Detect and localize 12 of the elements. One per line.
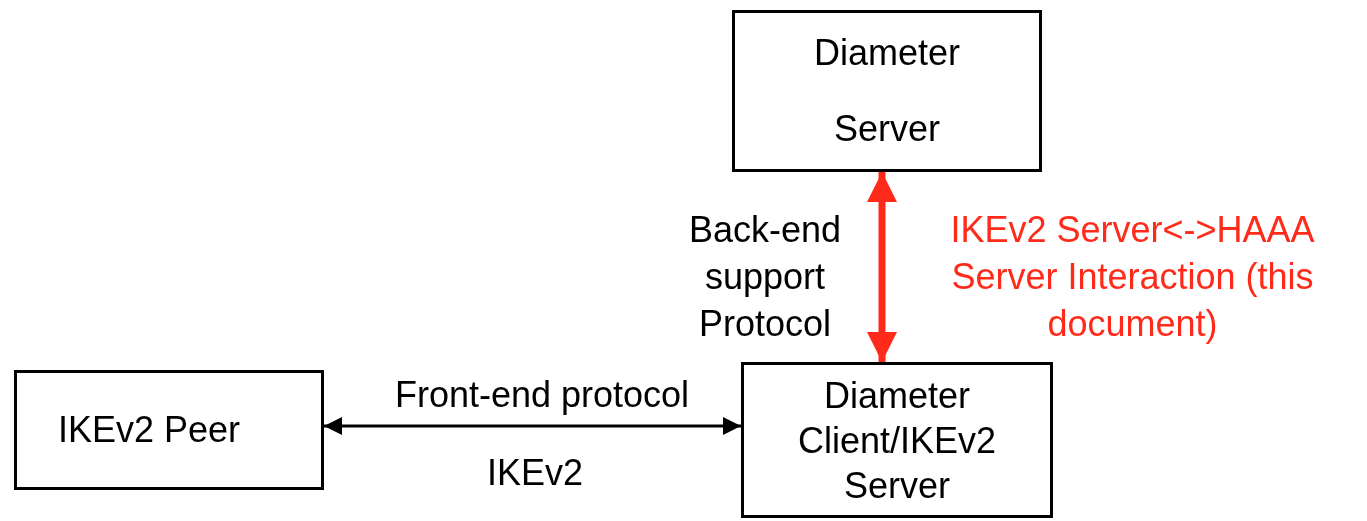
process-box (14, 370, 324, 490)
protocol-label: Back-end support Protocol (687, 208, 843, 346)
edge-label: IKEv2 Server<->HAAA Server Interaction (this document) (949, 208, 1316, 346)
process-box (741, 362, 1053, 518)
edge-label: Front-end protocol (393, 373, 691, 417)
double-arrow (324, 417, 741, 435)
process-box (732, 10, 1042, 172)
node-label: Diameter Server (812, 31, 961, 151)
node-label: IKEv2 Peer (57, 408, 241, 452)
protocol-label: IKEv2 (485, 451, 584, 495)
double-arrow (867, 172, 897, 362)
node-label: Diameter Client/IKEv2 Server (796, 373, 998, 508)
